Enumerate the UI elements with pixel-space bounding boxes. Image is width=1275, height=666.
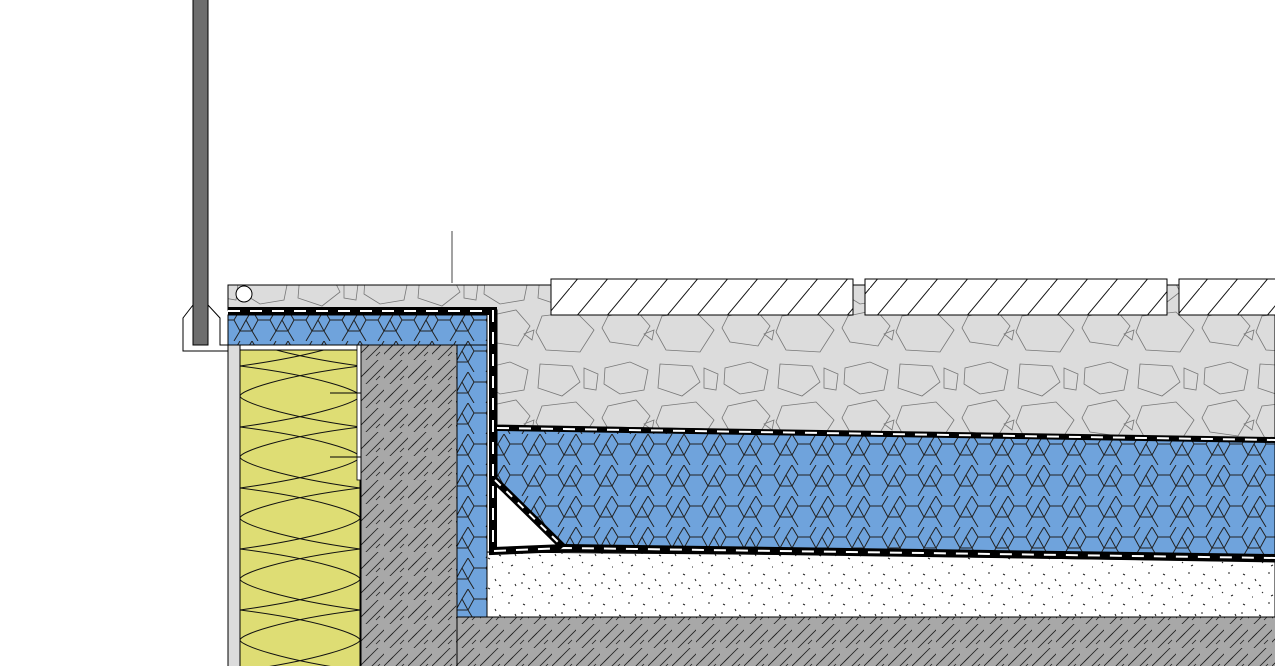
railing-post — [192, 0, 209, 346]
roof-insulation — [496, 429, 1275, 558]
concrete-slab — [456, 616, 1275, 666]
cladding-strip — [227, 344, 241, 666]
parapet-top-insulation — [227, 314, 488, 346]
drainage-rod — [235, 285, 253, 303]
mineral-wool-insulation — [239, 349, 361, 666]
concrete-parapet — [360, 344, 458, 666]
angle-flashing — [356, 344, 362, 481]
sloped-screed — [486, 551, 1275, 618]
paver-slab — [1178, 278, 1275, 316]
parapet-side-insulation — [456, 344, 488, 618]
paver-slab — [550, 278, 854, 316]
paver-slab — [864, 278, 1168, 316]
waterproof-membrane — [228, 307, 1275, 562]
